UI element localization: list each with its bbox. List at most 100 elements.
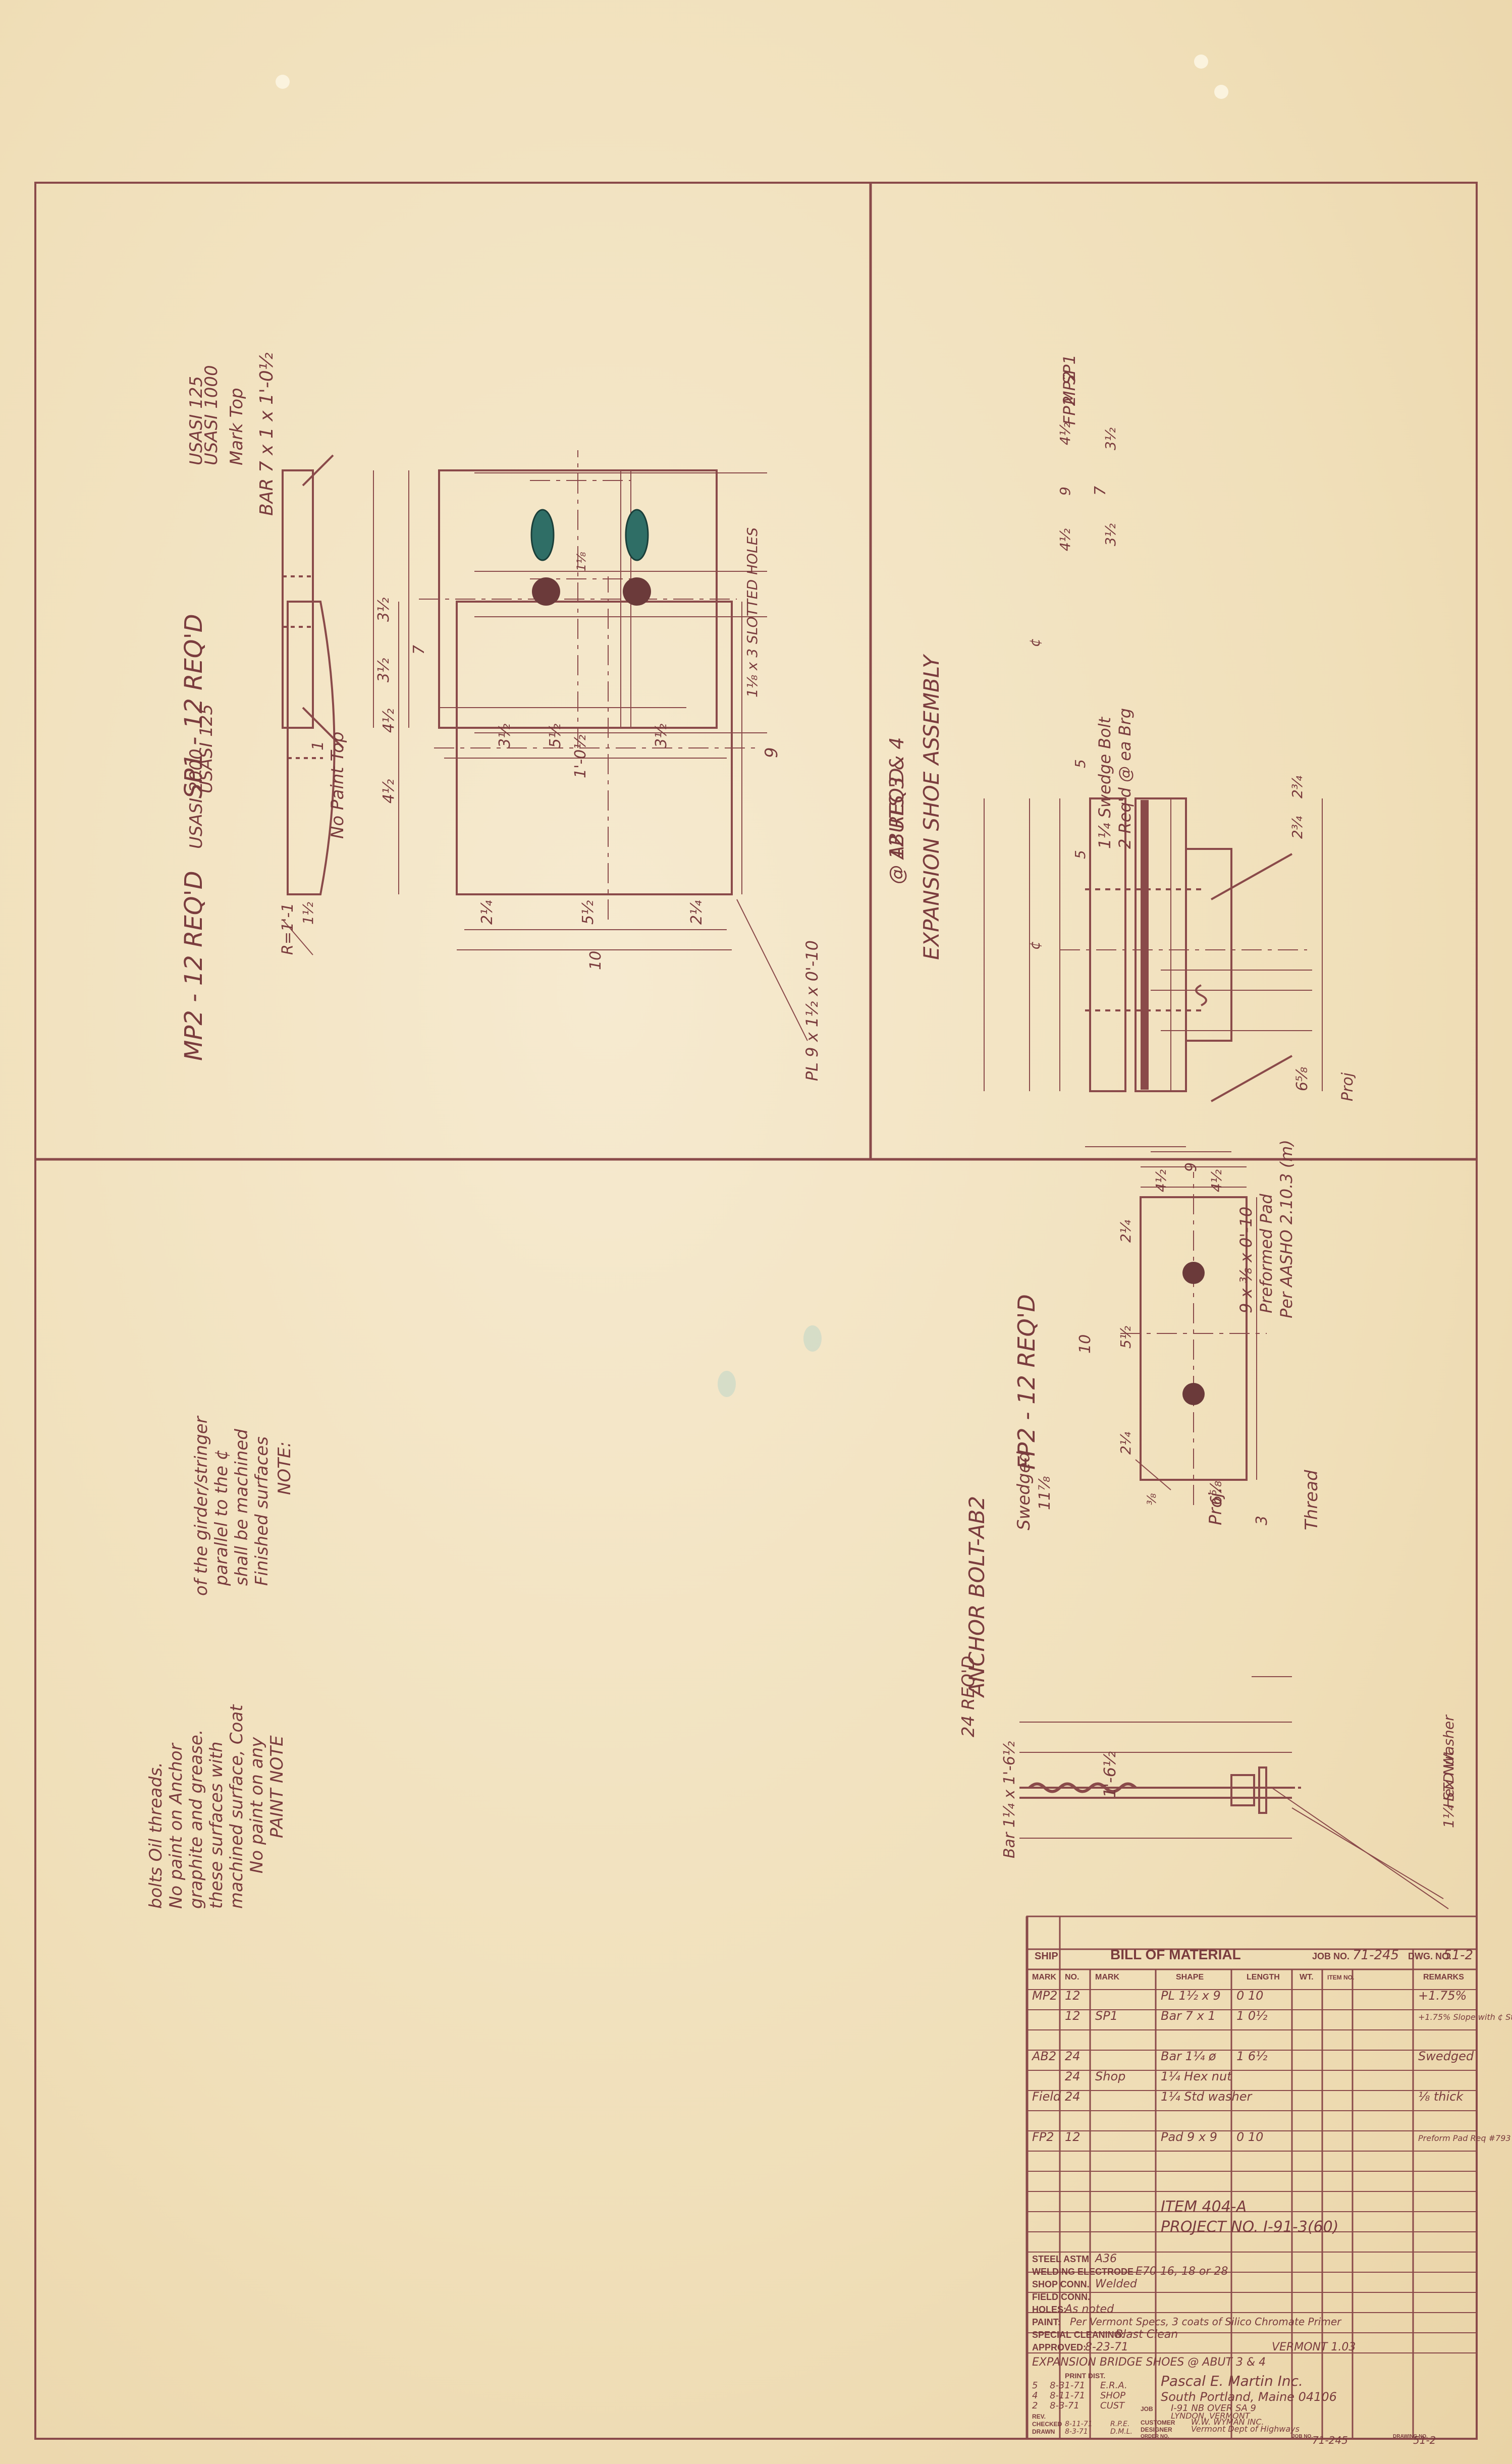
bom-drawingno: 51-2 (1413, 2434, 1436, 2446)
bom-cell: AB2 (1031, 2049, 1056, 2063)
bom-jobno-label: JOB NO. (1292, 2434, 1313, 2439)
assembly-dim-b: 3½ (1102, 427, 1119, 450)
bom-jobno: 71-245 (1312, 2434, 1348, 2446)
anchor-proj-len: 6⅝ (1208, 1481, 1225, 1505)
anchor-req: 24 REQ'D (958, 1656, 979, 1737)
print-to: E.R.A. (1100, 2380, 1127, 2391)
fp2-title: FP2 - 12 REQ'D (1013, 1294, 1040, 1470)
bom-job-line1: I-91 NB OVER SA 9 (1171, 2403, 1256, 2414)
assembly-sp1 (1185, 848, 1232, 1042)
print-date: 8-3-71 (1050, 2400, 1079, 2411)
mp2-view (282, 576, 808, 1041)
bom-rev: REV. (1032, 2413, 1046, 2420)
bom-job-value: 71-245 (1353, 1948, 1399, 1963)
finish-note-line: of the girder/stringer (191, 1415, 211, 1596)
finish-note-line: NOTE: (275, 1441, 295, 1495)
bom-customer-label: CUSTOMER (1141, 2419, 1175, 2426)
finish-note-line: parallel to the ¢ (211, 1450, 232, 1586)
spec-label: SHOP CONN. (1032, 2279, 1090, 2289)
bom-cell: FP2 (1032, 2130, 1054, 2144)
assembly-req: 12 REQ'D (886, 768, 908, 859)
bom-cell: 0 10 (1236, 1989, 1263, 2003)
assembly-dim-d: 9 (1057, 487, 1073, 496)
bom-col-mark: MARK (1032, 1973, 1056, 1981)
assembly-dim-i: 2¾ (1289, 816, 1306, 839)
assembly-dim-h: 2¾ (1289, 776, 1306, 798)
bill-of-material: SHIP BILL OF MATERIAL JOB NO. 71-245 DWG… (1031, 1947, 1512, 2446)
fp2-dim-w: 9 (1182, 1162, 1200, 1172)
fp2-spec3: 9 x ⅜ x 0'-10 (1236, 1207, 1256, 1313)
bom-drawn-by: D.M.L. (1110, 2428, 1132, 2436)
bom-col-shape: SHAPE (1176, 1973, 1204, 1981)
mp2-dim-thick: 1½ (300, 902, 316, 925)
fp2-dim-h1: 2¼ (1117, 1220, 1134, 1243)
assembly-bolt-req: 2 Req'd @ ea Brg (1115, 708, 1135, 849)
bom-checked-by: R.P.E. (1110, 2420, 1129, 2428)
mp2-dim-w1: 2¼ (478, 900, 496, 925)
spec-value: Per Vermont Specs, 3 coats of Silico Chr… (1070, 2316, 1342, 2328)
sp1-mark-top: Mark Top (227, 388, 247, 465)
mp2-usasi125: USASI 125 (196, 704, 217, 793)
fp2-holes (1182, 1262, 1205, 1405)
print-no: 2 (1032, 2400, 1038, 2411)
bom-dwg-value: 51-2 (1443, 1948, 1473, 1963)
mp2-dim-h-bot: 4½ (380, 709, 398, 733)
print-no: 5 (1032, 2380, 1038, 2391)
anchor-title: ANCHOR BOLT-AB2 (964, 1496, 989, 1698)
bom-dwg-label: DWG. NO. (1408, 1951, 1451, 1961)
bom-cell: 24 (1065, 2069, 1081, 2083)
anchor-thread-len: 3 (1253, 1516, 1271, 1525)
bom-cell: 0 10 (1236, 2130, 1263, 2144)
paint-note-line: these surfaces with (206, 1741, 227, 1909)
sp1-dim-w2: 5½ (547, 724, 564, 748)
sp1-dim-h-bot: 3½ (375, 658, 393, 682)
fp2-dim-w2: 4½ (1208, 1169, 1225, 1192)
bom-job-label2: JOB (1141, 2405, 1153, 2413)
bom-company: Pascal E. Martin Inc. (1161, 2373, 1303, 2389)
sp1-slots (530, 509, 649, 561)
sp1-usasi125: USASI 125 (186, 376, 206, 465)
anchor-washer: 1¼ STD Washer (1440, 1715, 1457, 1828)
bom-ship: SHIP (1035, 1951, 1058, 1962)
bom-designer: Vermont Dept of Highways (1191, 2424, 1300, 2434)
assembly-label-mp2: MP2 (1060, 371, 1079, 405)
mp2-dim-w2: 5½ (579, 900, 597, 925)
bom-title: BILL OF MATERIAL (1110, 1947, 1241, 1962)
assembly-dim-cl2: ¢ (1027, 941, 1043, 950)
fp2-spec2: Preformed Pad (1257, 1194, 1276, 1313)
print-to: CUST (1100, 2400, 1125, 2411)
assembly-dim-c: 4½ (1057, 528, 1073, 551)
bom-project: PROJECT NO. I-91-3(60) (1161, 2218, 1338, 2236)
sp1-dim-total-w: 1'-0½ (572, 735, 589, 778)
fp2-dim-thick: ⅜ (1145, 1493, 1159, 1505)
anchor-swedged: Swedged (1014, 1452, 1034, 1530)
bom-cell: 24 (1065, 2090, 1081, 2104)
fp2-labels: FP2 - 12 REQ'D Per AASHO 2.10.3 (m) Pref… (1013, 1140, 1296, 1505)
bom-col-remarks: REMARKS (1423, 1973, 1464, 1981)
bom-cell: 1¼ Std washer (1161, 2090, 1253, 2104)
bom-designer-label: DESIGNER (1141, 2426, 1172, 2433)
assembly-title: EXPANSION SHOE ASSEMBLY (919, 654, 944, 960)
paint-note: PAINT NOTE No paint on any machined surf… (146, 1704, 287, 1909)
spec-value: E70 16, 18 or 28 (1136, 2265, 1228, 2278)
spec-label: WELDING ELECTRODE (1032, 2267, 1133, 2277)
assembly-dim-total-h: 7 (1092, 486, 1109, 496)
sp1-bar-label: BAR 7 x 1 x 1'-0½ (256, 352, 277, 516)
bom-cell: 12 (1065, 2009, 1081, 2023)
bom-cell: 24 (1065, 2049, 1081, 2063)
bom-vermont: VERMONT 1.03 (1272, 2341, 1356, 2353)
mp2-usasi2000: USASI 2000 (186, 748, 206, 849)
bom-rows: MP2 12 PL 1½ x 9 0 10 +1.75% 12 SP1 Bar … (1031, 1989, 1512, 2144)
bom-cell: Bar 7 x 1 (1161, 2009, 1216, 2023)
fp2-spec1: Per AASHO 2.10.3 (m) (1277, 1140, 1296, 1318)
paint-note-line: graphite and grease. (186, 1729, 206, 1909)
bom-description: EXPANSION BRIDGE SHOES @ ABUT 3 & 4 (1032, 2356, 1266, 2369)
bom-grid (1026, 1915, 1478, 2440)
anchor-swedged-len: 11⅞ (1036, 1476, 1054, 1510)
bom-item: ITEM 404-A (1161, 2198, 1247, 2216)
print-to: SHOP (1100, 2390, 1125, 2401)
fp2-dim-total-h: 10 (1076, 1334, 1094, 1354)
bom-cell: Shop (1095, 2069, 1125, 2083)
bom-cell: 1 0½ (1236, 2009, 1267, 2023)
